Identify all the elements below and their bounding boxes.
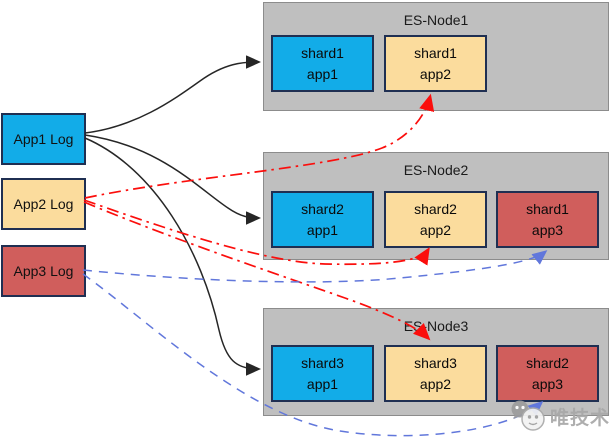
app1-log-label: App1 Log <box>13 131 74 147</box>
app2-log-label: App2 Log <box>13 196 74 212</box>
shard-line1: shard3 <box>301 354 344 371</box>
node3-shard2-app3-box: shard2 app3 <box>496 345 599 402</box>
es-node3-title: ES-Node3 <box>403 318 469 334</box>
shard-line2: app1 <box>306 65 339 82</box>
es-node1-box: ES-Node1 shard1 app1 shard1 app2 <box>263 2 609 111</box>
shard-line1: shard3 <box>414 354 457 371</box>
watermark: 唯技术 <box>506 398 610 434</box>
chat-faces-icon <box>511 400 545 431</box>
es-node1-title: ES-Node1 <box>403 12 469 28</box>
shard-line2: app3 <box>531 221 564 238</box>
node2-shard2-app2-box: shard2 app2 <box>384 191 487 248</box>
shard-line1: shard2 <box>301 200 344 217</box>
shard-line2: app3 <box>531 375 564 392</box>
shard-line1: shard2 <box>414 200 457 217</box>
node2-shard1-app3-box: shard1 app3 <box>496 191 599 248</box>
app1-log-box: App1 Log <box>1 113 86 165</box>
shard-line1: shard2 <box>526 354 569 371</box>
node1-shard1-app2-box: shard1 app2 <box>384 35 487 92</box>
shard-line2: app1 <box>306 221 339 238</box>
edge-app1log-to-node1-shard1app1 <box>84 55 261 134</box>
shard-line2: app2 <box>419 65 452 82</box>
shard-line1: shard1 <box>301 44 344 61</box>
es-node2-box: ES-Node2 shard2 app1 shard2 app2 shard1 … <box>263 152 609 260</box>
app2-log-box: App2 Log <box>1 178 86 230</box>
node1-shard1-app1-box: shard1 app1 <box>271 35 374 92</box>
shard-line2: app1 <box>306 375 339 392</box>
shard-line2: app2 <box>419 375 452 392</box>
app3-log-box: App3 Log <box>1 245 86 297</box>
node3-shard3-app1-box: shard3 app1 <box>271 345 374 402</box>
es-node2-title: ES-Node2 <box>403 162 469 178</box>
app3-log-label: App3 Log <box>13 263 74 279</box>
node3-shard3-app2-box: shard3 app2 <box>384 345 487 402</box>
shard-line2: app2 <box>419 221 452 238</box>
edge-app1log-to-node2-shard2app1 <box>84 134 261 225</box>
edge-app1log-to-node3-shard3app1 <box>84 137 261 376</box>
shard-line1: shard1 <box>526 200 569 217</box>
shard-line1: shard1 <box>414 44 457 61</box>
node2-shard2-app1-box: shard2 app1 <box>271 191 374 248</box>
watermark-text: 唯技术 <box>550 407 611 429</box>
